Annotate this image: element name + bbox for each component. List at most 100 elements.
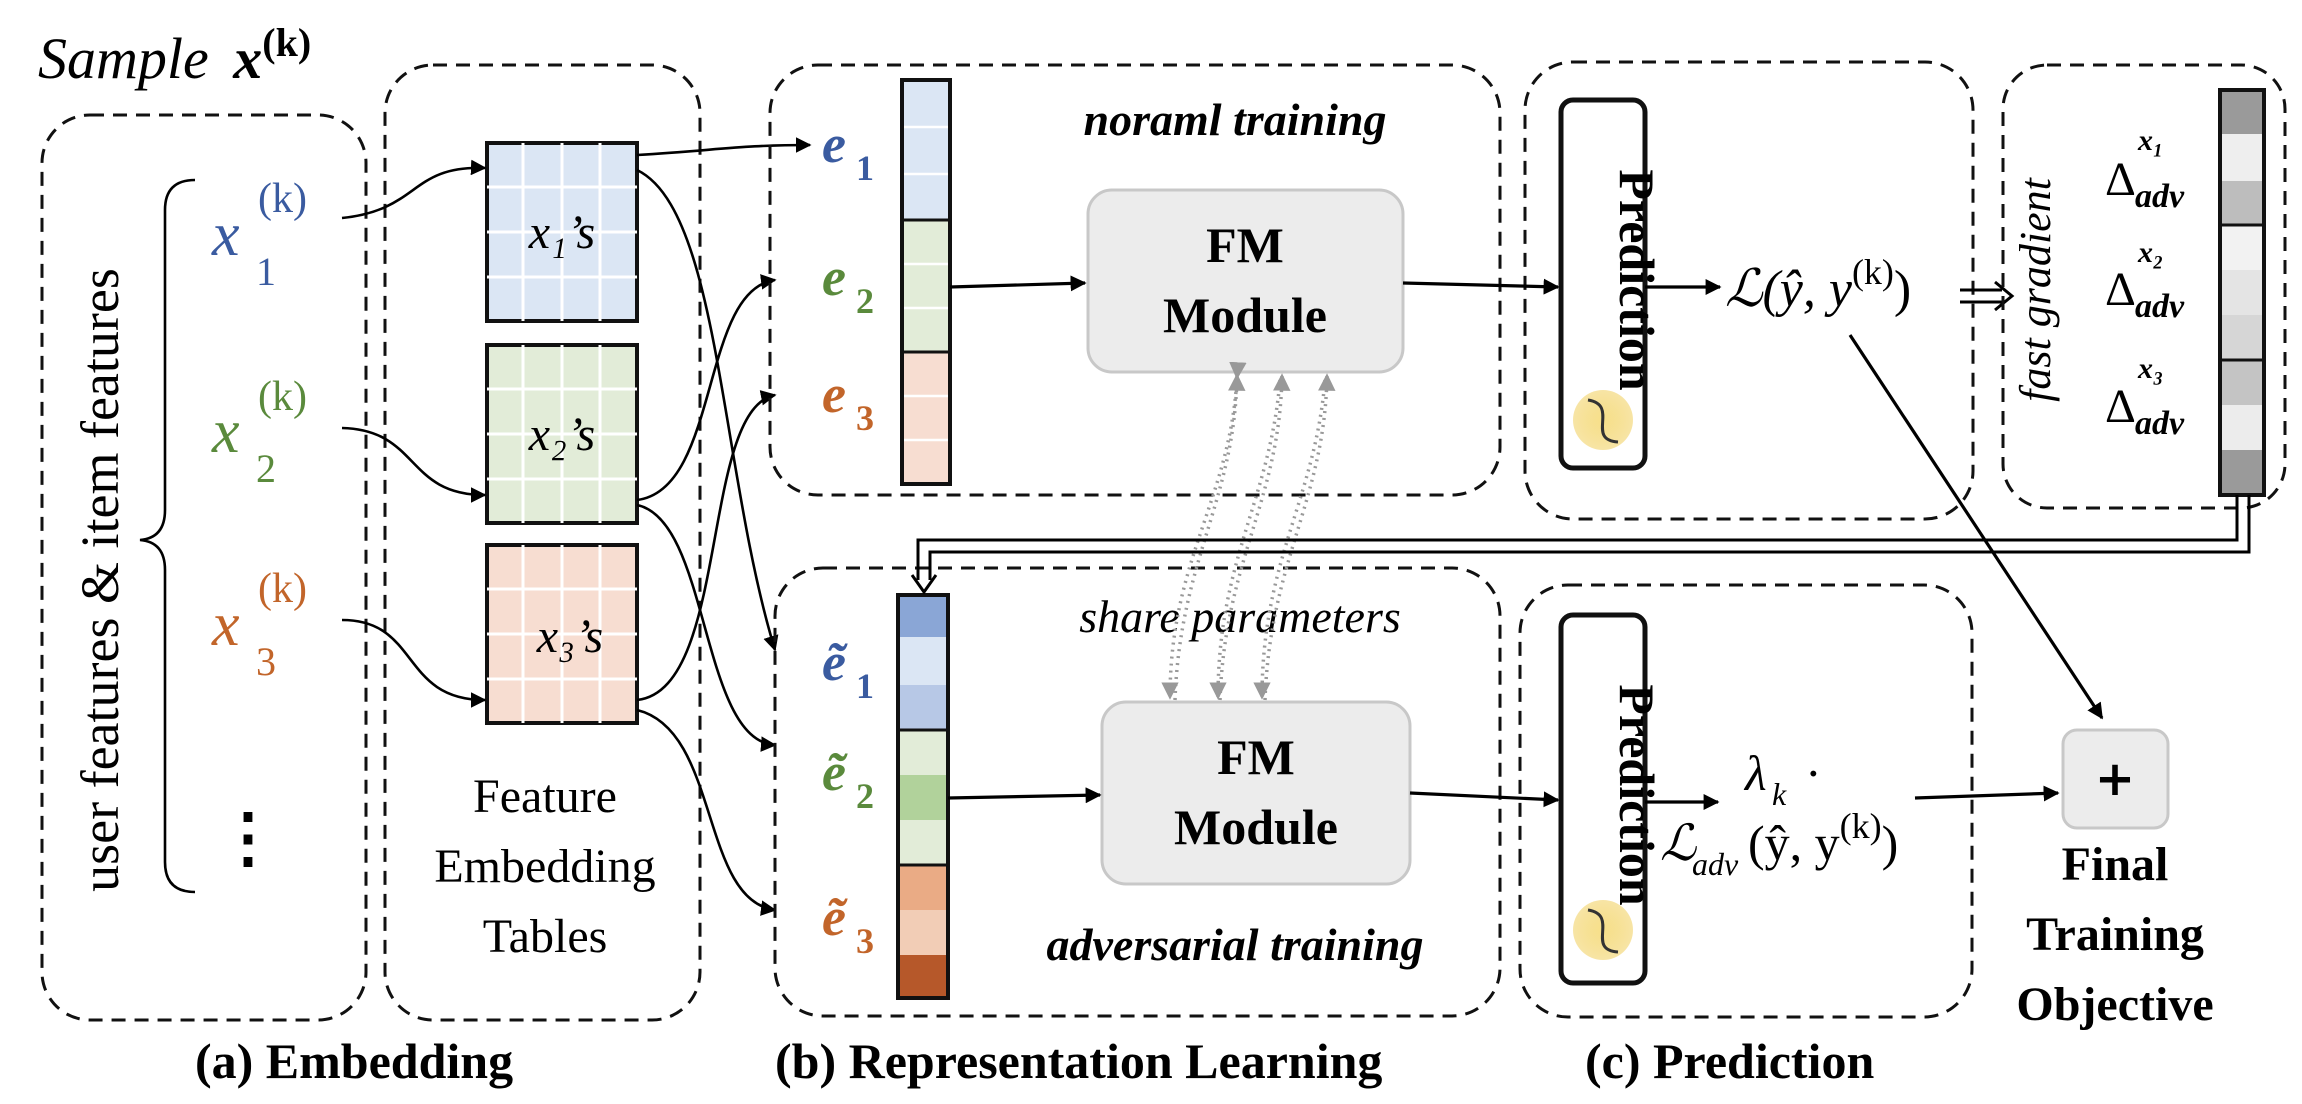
feature-brace (139, 178, 196, 894)
arrow-x2-table (341, 426, 487, 503)
arrow-perturbation-to-adversarial (910, 495, 2251, 595)
svg-text:2: 2 (256, 446, 276, 491)
caption-embedding: (a) Embedding (195, 1033, 513, 1089)
embedding-table-3: x₃’s (485, 543, 639, 725)
arrow-table3-e3adv (636, 708, 777, 916)
svg-text:x₃’s: x₃’s (536, 610, 603, 663)
svg-text:x₃: x₃ (2137, 352, 2163, 385)
loss-adversarial: λ k · ℒ adv (ŷ, y(k)) (1660, 745, 1898, 882)
sample-title: Sample x(k) (38, 20, 311, 91)
normal-training-label: noraml training (1084, 94, 1387, 145)
svg-text:λ: λ (1743, 745, 1767, 801)
svg-text:e: e (822, 114, 846, 174)
feature-x2: x 2 (k) (211, 374, 307, 491)
ellipsis: ⋮ (215, 802, 281, 875)
fast-gradient-box (2001, 63, 2287, 510)
svg-text:x: x (211, 398, 240, 466)
arrow-advloss-to-objective (1914, 785, 2060, 802)
svg-text:Prediction: Prediction (1609, 169, 1665, 390)
svg-text:Feature: Feature (473, 770, 617, 823)
svg-text:·: · (1805, 745, 1822, 801)
loss-normal: ℒ(ŷ, y(k)) (1725, 252, 1911, 318)
svg-text:x₁’s: x₁’s (528, 206, 595, 259)
share-parameter-links (1161, 361, 1336, 701)
share-parameters-label: share parameters (1079, 591, 1401, 642)
svg-text:1: 1 (856, 666, 874, 706)
svg-text:(k): (k) (258, 374, 307, 420)
fast-gradient-label: fast gradient (2011, 176, 2060, 401)
arrow-table3-e3 (636, 390, 777, 702)
arrow-table1-e1adv (636, 168, 779, 652)
svg-text:x₂’s: x₂’s (528, 408, 595, 461)
side-label: user features & item features (70, 268, 130, 892)
feature-input-box (40, 113, 368, 1022)
panel-captions: (a) Embedding (b) Representation Learnin… (195, 1033, 1874, 1089)
arrow-x3-table (341, 618, 487, 708)
arrow-fm-adv-to-prediction (1409, 791, 1560, 808)
final-objective-label: Final Training Objective (2016, 838, 2213, 1031)
svg-text:FM: FM (1217, 729, 1295, 785)
table-caption: Feature Embedding Tables (434, 770, 655, 963)
arrow-table2-e2 (636, 274, 777, 502)
embedding-tables-box (383, 63, 702, 1022)
svg-text:adv: adv (2135, 405, 2185, 442)
arrow-loss-to-objective (1848, 334, 2104, 720)
svg-text:Embedding: Embedding (434, 840, 655, 893)
svg-text:Module: Module (1174, 799, 1338, 855)
svg-text:e: e (822, 247, 846, 307)
svg-text:FM: FM (1206, 217, 1284, 273)
svg-text:1: 1 (256, 249, 276, 294)
adversarial-training-label: adversarial training (1046, 919, 1423, 970)
feature-x3: x 3 (k) (211, 566, 307, 684)
svg-text:ẽ: ẽ (822, 742, 848, 802)
adversarial-training-box (773, 566, 1502, 1018)
svg-text:ℒ: ℒ (1660, 815, 1697, 871)
svg-text:(k): (k) (258, 176, 307, 222)
svg-text:Δ: Δ (2105, 380, 2136, 433)
feature-x1: x 1 (k) (211, 176, 307, 294)
arrow-fm-to-prediction (1402, 278, 1560, 295)
svg-text:Final: Final (2062, 838, 2169, 891)
arrow-loss-to-gradient (1960, 280, 2015, 312)
svg-text:(ŷ, y(k)): (ŷ, y(k)) (1748, 806, 1898, 871)
svg-text:Module: Module (1163, 287, 1327, 343)
svg-text:adv: adv (2135, 288, 2185, 325)
arrow-x1-table (341, 159, 487, 220)
perturbation-vector (2218, 88, 2266, 497)
svg-text:k: k (1772, 776, 1787, 812)
svg-text:Training: Training (2026, 908, 2204, 961)
arrow-e-to-fm (949, 275, 1087, 292)
delta-labels: Δ x₁ adv Δ x₂ adv Δ x₃ adv (2105, 124, 2185, 442)
svg-text:adv: adv (2135, 178, 2185, 215)
embedding-table-1: x₁’s (485, 141, 639, 323)
arrow-table1-e1 (636, 137, 812, 157)
svg-text:x: x (211, 201, 240, 269)
svg-text:x: x (211, 591, 240, 659)
svg-text:Objective: Objective (2016, 978, 2213, 1031)
svg-text:2: 2 (856, 281, 874, 321)
fm-module-normal: FM Module (1086, 188, 1405, 374)
prediction-block-adversarial: Prediction (1558, 612, 1665, 986)
svg-text:Prediction: Prediction (1609, 684, 1665, 905)
arrow-table2-e2adv (636, 503, 777, 752)
svg-text:x₁: x₁ (2137, 124, 2163, 157)
svg-text:(k): (k) (258, 566, 307, 612)
svg-text:2: 2 (856, 776, 874, 816)
adversarial-embedding-labels: ẽ 1 ẽ 2 ẽ 3 (822, 632, 874, 961)
plus-icon: + (2095, 751, 2135, 807)
adversarial-embedding-vector (896, 593, 950, 1000)
svg-text:adv: adv (1692, 846, 1739, 882)
caption-prediction: (c) Prediction (1585, 1033, 1874, 1089)
normal-training-box (768, 63, 1502, 497)
prediction-block-normal: Prediction (1558, 97, 1665, 471)
svg-text:ẽ: ẽ (822, 887, 848, 947)
fm-module-adversarial: FM Module (1100, 700, 1412, 886)
svg-text:Δ: Δ (2105, 263, 2136, 316)
svg-text:3: 3 (856, 398, 874, 438)
svg-text:Tables: Tables (483, 910, 608, 963)
svg-text:3: 3 (256, 639, 276, 684)
normal-embedding-vector (900, 78, 952, 486)
svg-text:x₂: x₂ (2137, 236, 2163, 269)
caption-representation: (b) Representation Learning (775, 1033, 1382, 1089)
